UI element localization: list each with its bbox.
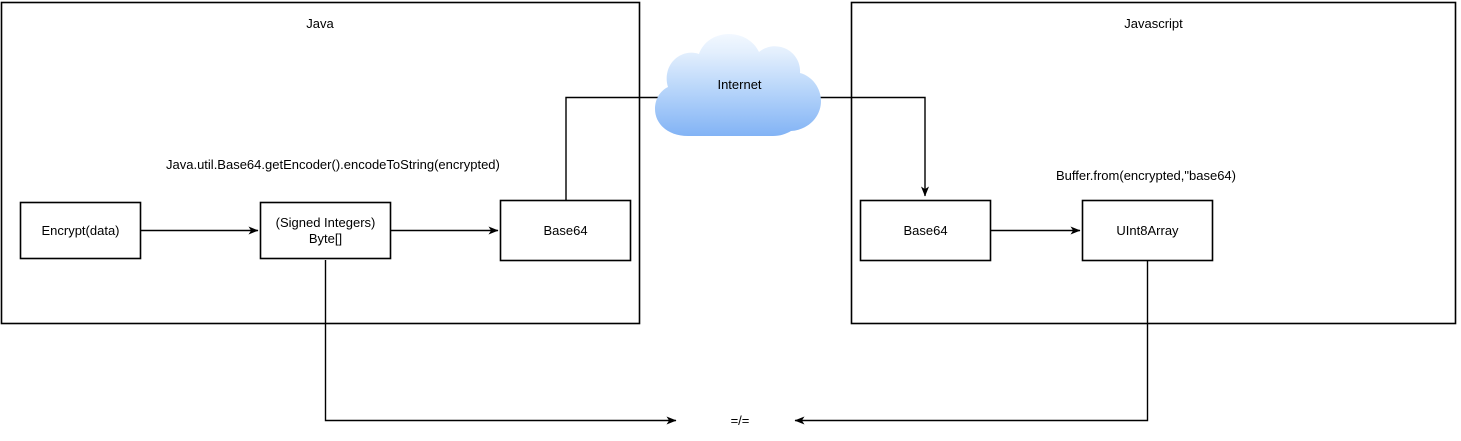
node-encrypt-data[interactable] [19,201,142,260]
edge-bytearray-to-comparison [324,260,677,425]
edge-uint8array-to-comparison [794,260,1149,425]
node-signed-integers-byte-array[interactable] [259,201,392,260]
javascript-container-box [850,1,1457,325]
java-container-box [0,1,641,325]
edge-label-js-decode: Buffer.from(encrypted,"base64) [1056,168,1236,183]
edge-internet-to-js-base64 [820,96,929,197]
internet-cloud[interactable] [655,34,821,136]
internet-cloud-label: Internet [717,77,762,92]
node-java-base64[interactable] [499,199,632,262]
node-js-base64[interactable] [859,199,992,262]
java-container-title: Java [306,16,334,31]
javascript-container-title: Javascript [1124,16,1183,31]
node-uint8array[interactable] [1081,199,1214,262]
edge-java-base64-to-internet [565,96,660,201]
comparison-label: =/= [730,413,750,428]
edge-label-java-encode: Java.util.Base64.getEncoder().encodeToSt… [166,157,500,172]
